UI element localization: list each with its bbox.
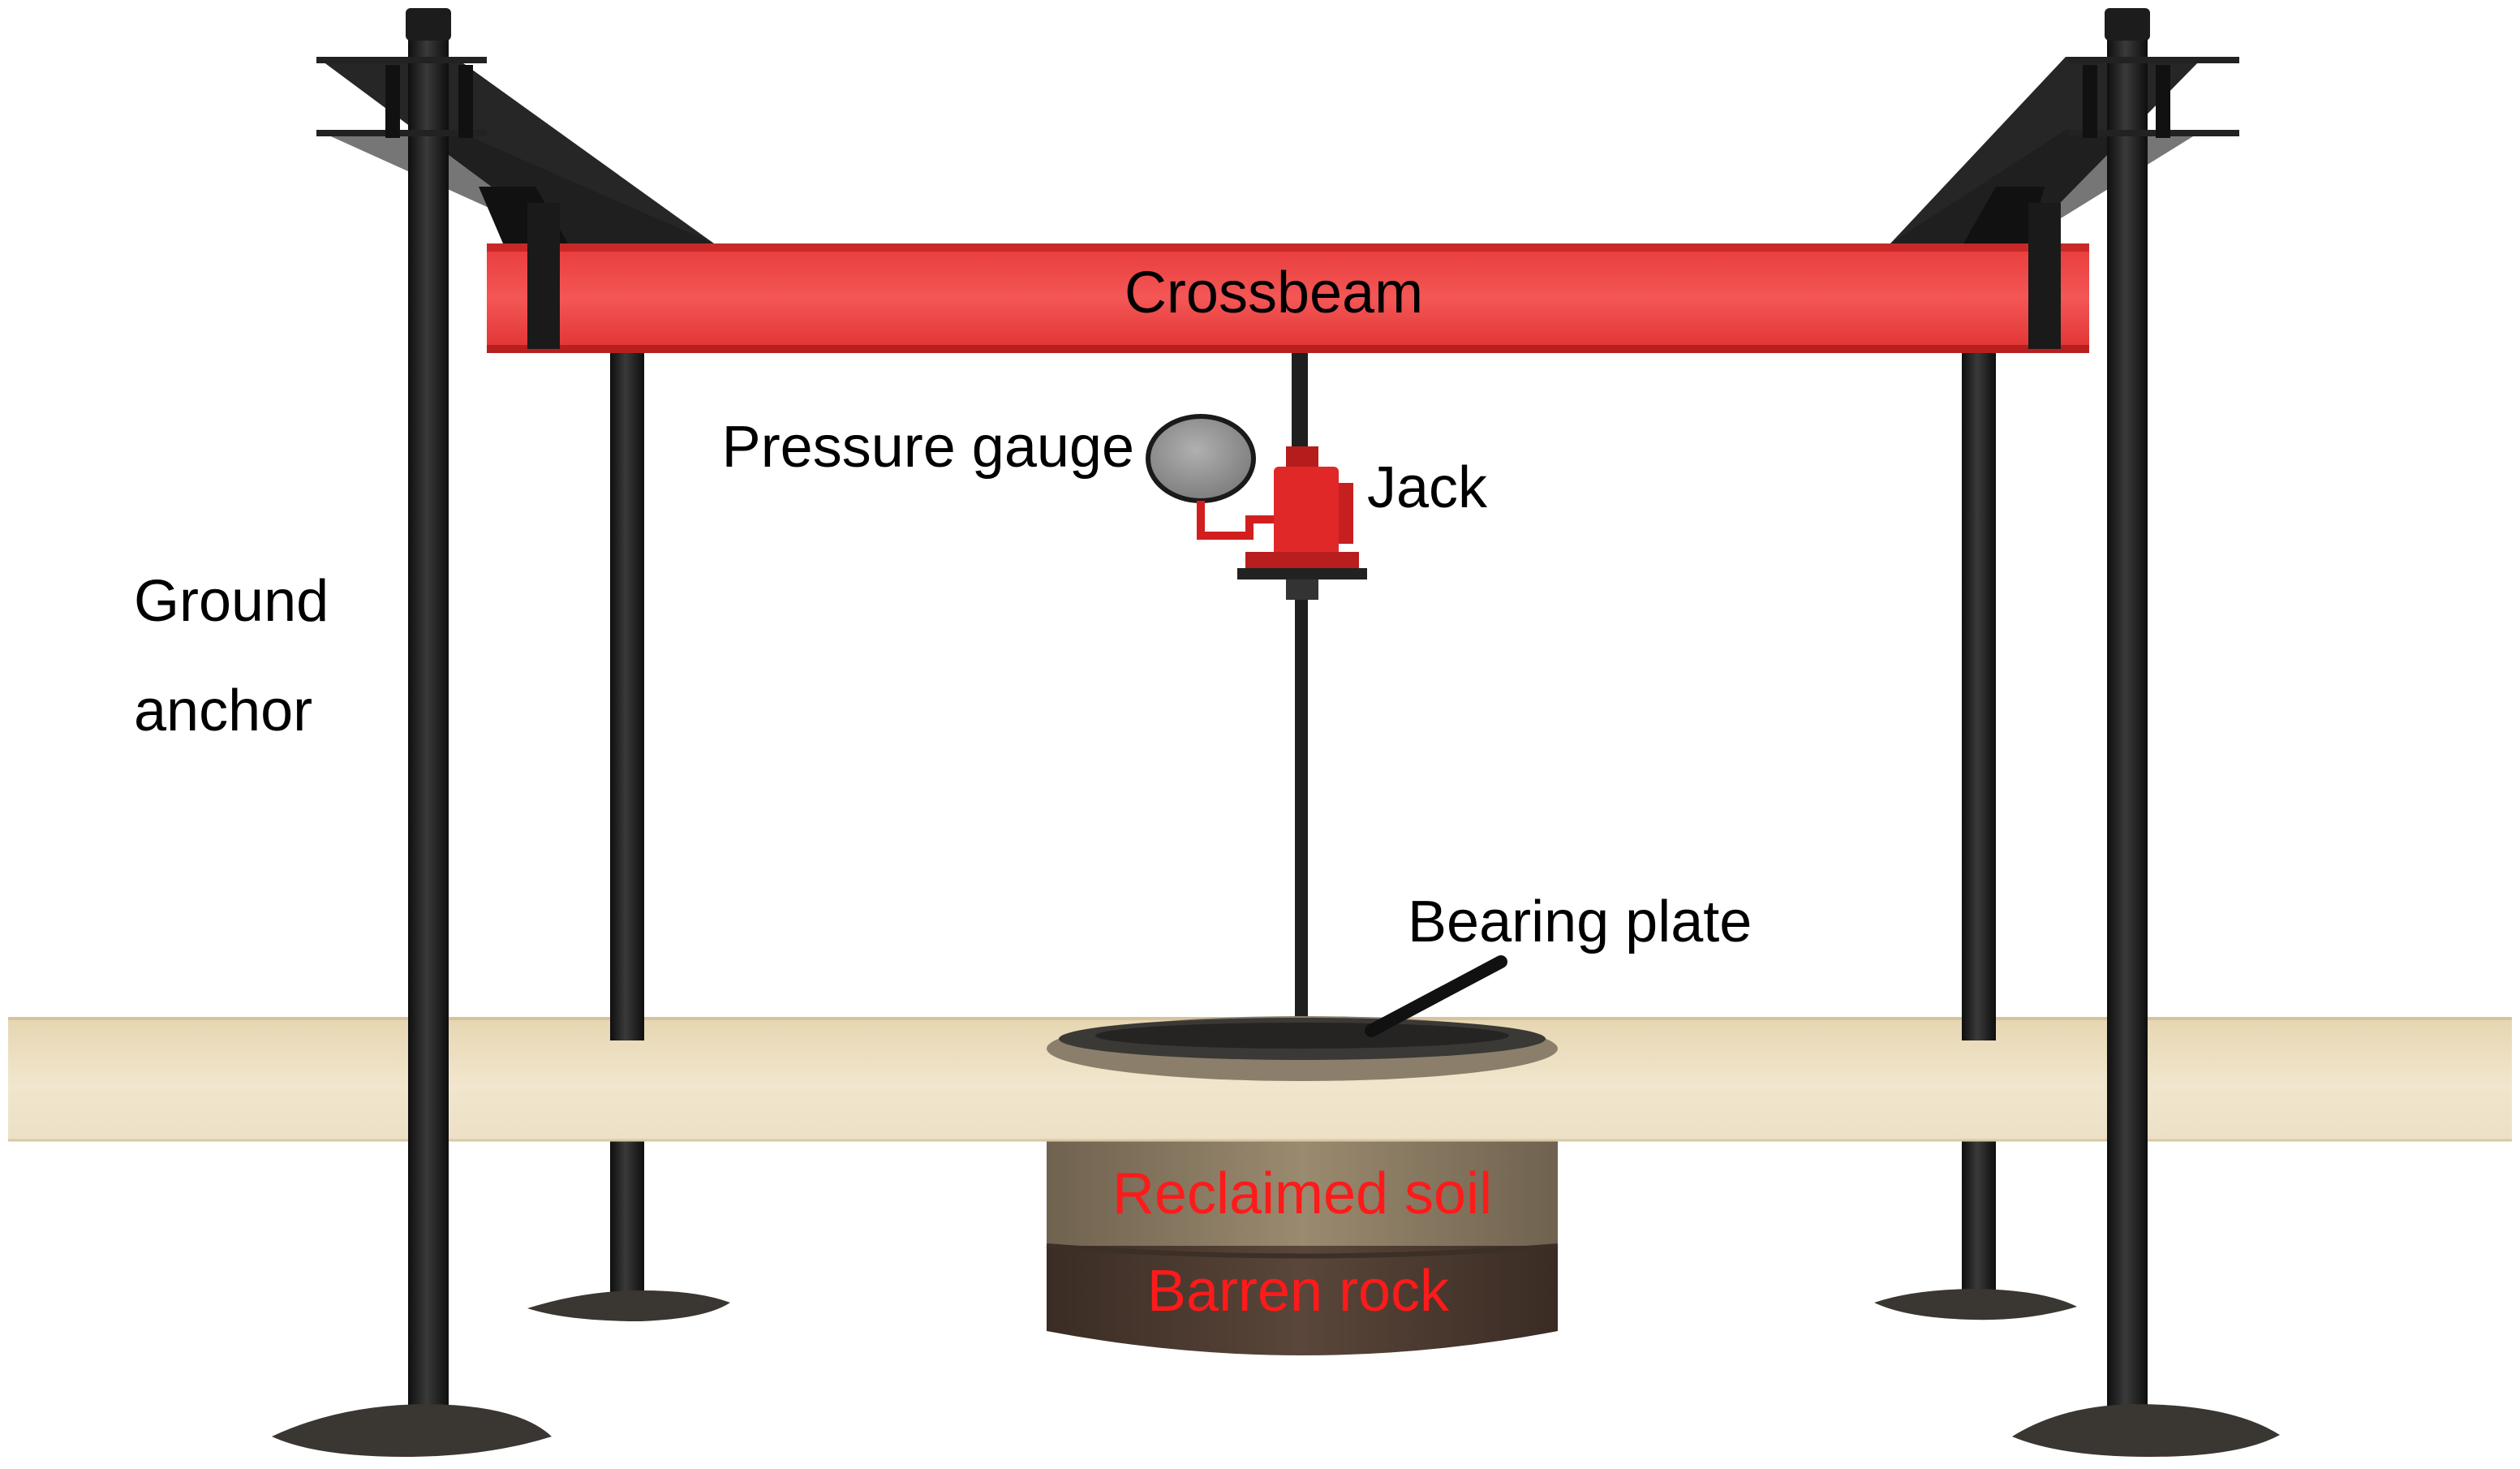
crossbeam-label: Crossbeam (1125, 261, 1423, 325)
bearing-plate-label: Bearing plate (1408, 890, 1752, 954)
anchor-back-right-upper (1962, 341, 1996, 1040)
soil-column (1046, 1132, 1559, 1355)
hydraulic-jack (1237, 446, 1367, 600)
side-beam-left (316, 57, 714, 243)
barren-rock-label: Barren rock (1147, 1259, 1450, 1324)
anchor-back-left-upper (610, 341, 644, 1040)
jack-label: Jack (1367, 455, 1488, 520)
anchor-back-left-lower (527, 1120, 730, 1321)
ground-anchor-label-line1: Ground (134, 569, 329, 634)
ground-anchor-label-line2: anchor (134, 678, 312, 743)
reclaimed-soil-label: Reclaimed soil (1112, 1161, 1492, 1226)
anchor-front-right (2012, 8, 2280, 1457)
pressure-gauge (1146, 414, 1274, 540)
anchor-front-left (272, 8, 552, 1457)
anchor-back-right-lower (1874, 1120, 2077, 1320)
bearing-plate (1047, 955, 1558, 1081)
pressure-gauge-label: Pressure gauge (722, 415, 1134, 480)
crossbeam: Crossbeam (487, 203, 2089, 353)
loading-rod (1292, 353, 1308, 1031)
